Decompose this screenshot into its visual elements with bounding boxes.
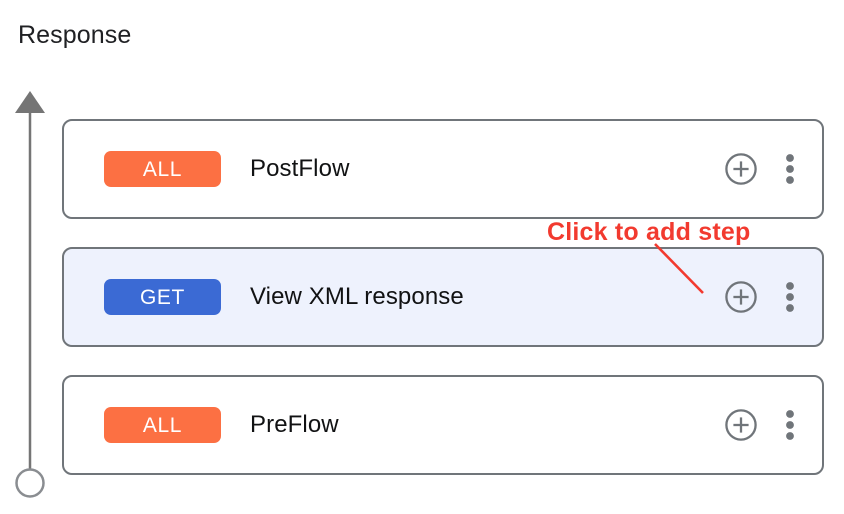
plus-circle-icon: [725, 409, 757, 441]
flow-step-label: View XML response: [250, 283, 464, 310]
row-menu-button[interactable]: [780, 281, 800, 313]
flow-axis-graphic: [15, 91, 45, 498]
row-menu-button[interactable]: [780, 409, 800, 441]
flow-step-row[interactable]: ALL PostFlow: [62, 119, 824, 219]
method-badge-get: GET: [104, 279, 221, 315]
plus-circle-icon: [725, 153, 757, 185]
method-badge-all: ALL: [104, 151, 221, 187]
row-actions: [724, 408, 800, 442]
flow-step-label: PreFlow: [250, 411, 339, 438]
kebab-menu-icon: [786, 154, 794, 184]
flow-step-row[interactable]: ALL PreFlow: [62, 375, 824, 475]
annotation-callout-text: Click to add step: [547, 218, 751, 246]
kebab-menu-icon: [786, 410, 794, 440]
flow-step-row-selected[interactable]: GET View XML response: [62, 247, 824, 347]
row-actions: [724, 280, 800, 314]
add-step-button[interactable]: [724, 408, 758, 442]
flow-step-list: ALL PostFlow GET View XML response: [62, 119, 824, 475]
row-menu-button[interactable]: [780, 153, 800, 185]
circle-endpoint-icon: [15, 468, 45, 498]
plus-circle-icon: [725, 281, 757, 313]
add-step-button-row-2[interactable]: [724, 280, 758, 314]
page-title: Response: [18, 21, 132, 49]
kebab-menu-icon: [786, 282, 794, 312]
arrow-up-icon: [15, 91, 45, 113]
add-step-button[interactable]: [724, 152, 758, 186]
flow-direction-axis: [0, 80, 70, 500]
flow-step-label: PostFlow: [250, 155, 350, 182]
method-badge-all: ALL: [104, 407, 221, 443]
row-actions: [724, 152, 800, 186]
